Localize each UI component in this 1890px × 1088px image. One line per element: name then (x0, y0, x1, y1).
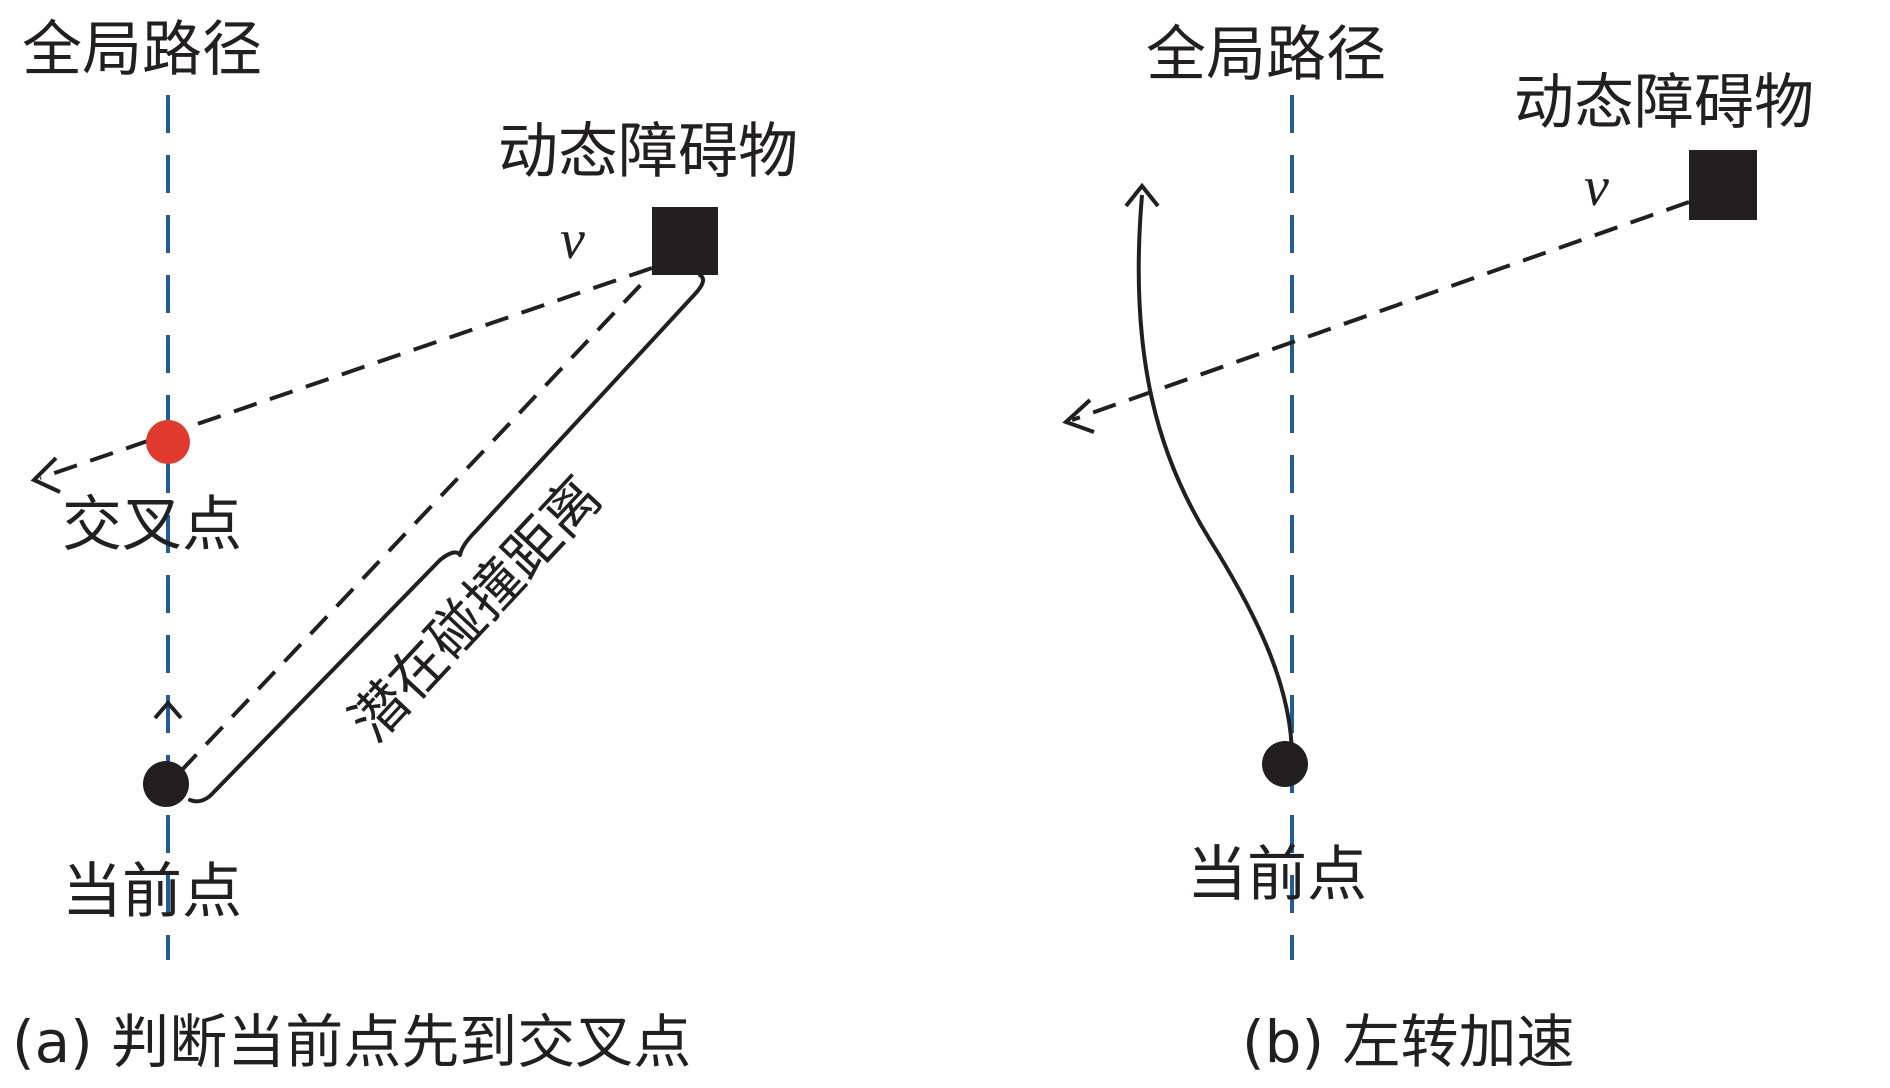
obstacle-arrowhead-a (30, 456, 61, 494)
global-path-label-a: 全局路径 (22, 15, 262, 85)
current-point-label-a: 当前点 (62, 857, 242, 927)
velocity-label-a: v (560, 209, 585, 271)
caption-a: (a) 判断当前点先到交叉点 (12, 1008, 691, 1076)
left-turn-path-b (1136, 194, 1294, 759)
obstacle-square-a (652, 207, 718, 275)
obstacle-label-b: 动态障碍物 (1514, 68, 1814, 138)
obstacle-label-a: 动态障碍物 (498, 117, 798, 187)
obstacle-trajectory-a (39, 266, 653, 480)
obstacle-arrowhead-b (1062, 398, 1095, 434)
collision-distance-brace-a (188, 273, 706, 804)
heading-arrow-a (153, 699, 183, 720)
current-point-dot-b (1262, 741, 1308, 787)
panel-b: 全局路径 动态障碍物 v 当前点 (b) 左转加速 (1062, 20, 1814, 1076)
collision-distance-label-a: 潜在碰撞距离 (338, 464, 615, 754)
global-path-label-b: 全局路径 (1146, 20, 1386, 90)
left-turn-arrowhead-b (1124, 182, 1160, 208)
current-point-dot-a (143, 761, 189, 807)
obstacle-square-b (1689, 150, 1757, 220)
velocity-label-b: v (1584, 156, 1609, 218)
current-to-obstacle-dashed-a (178, 273, 652, 774)
obstacle-trajectory-b (1071, 200, 1690, 422)
intersection-dot-a (146, 420, 190, 464)
panel-a: 全局路径 动态障碍物 v 交叉点 潜在碰撞距离 当前点 (a) 判断当前点先到交… (12, 15, 798, 1076)
caption-b: (b) 左转加速 (1242, 1008, 1575, 1076)
intersection-label-a: 交叉点 (62, 490, 242, 560)
current-point-label-b: 当前点 (1187, 840, 1367, 910)
